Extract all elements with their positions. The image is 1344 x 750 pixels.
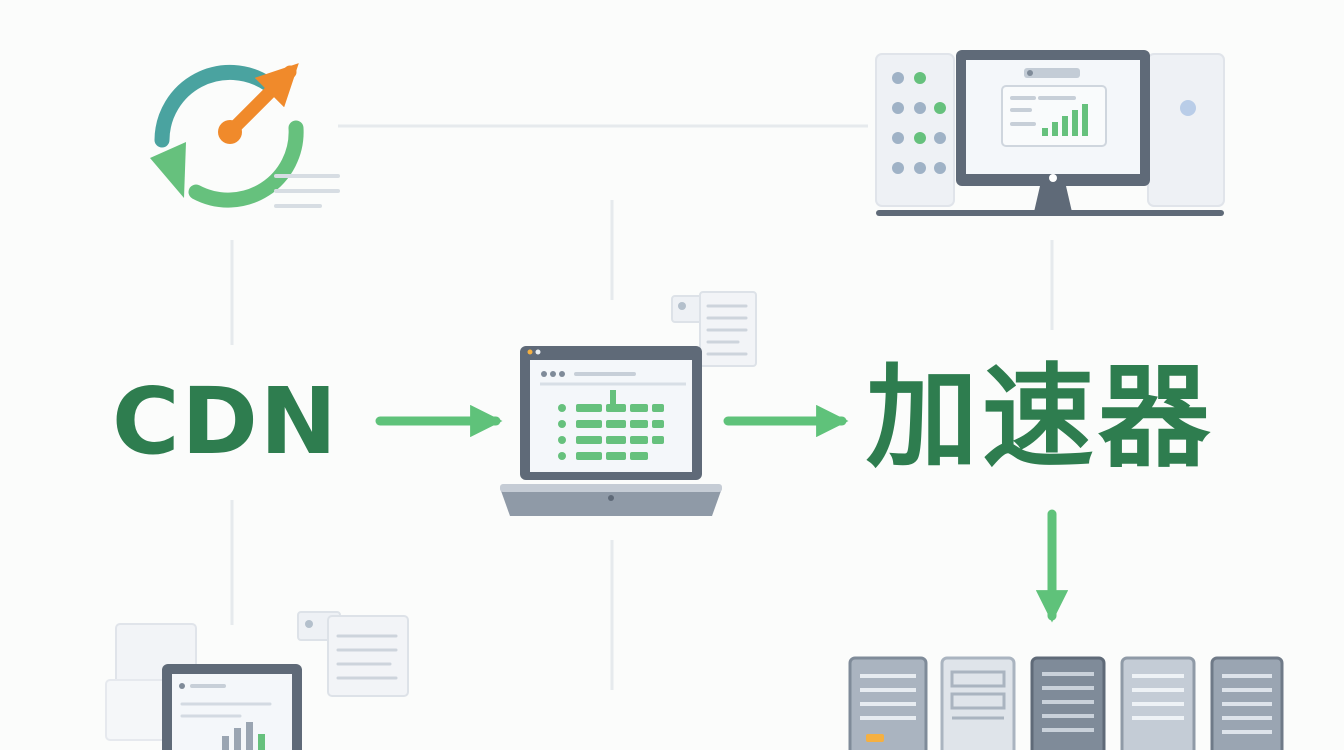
background-connectors	[230, 124, 1054, 690]
laptop-icon	[500, 346, 722, 516]
server-unit	[940, 656, 1016, 750]
server-rack-icon	[848, 656, 1284, 750]
bottom-left-workstation-icon	[105, 611, 409, 750]
sync-speed-icon	[150, 63, 340, 208]
server-unit	[1210, 656, 1284, 750]
cdn-label: CDN	[112, 368, 339, 475]
accelerator-label: 加速器	[866, 353, 1214, 483]
flow-arrows	[375, 404, 1069, 623]
document-icon	[671, 291, 757, 367]
server-unit	[848, 656, 928, 750]
server-unit	[1120, 656, 1196, 750]
document-icon	[297, 611, 409, 697]
desktop-monitor-icon	[875, 50, 1225, 216]
server-unit	[1030, 656, 1106, 750]
